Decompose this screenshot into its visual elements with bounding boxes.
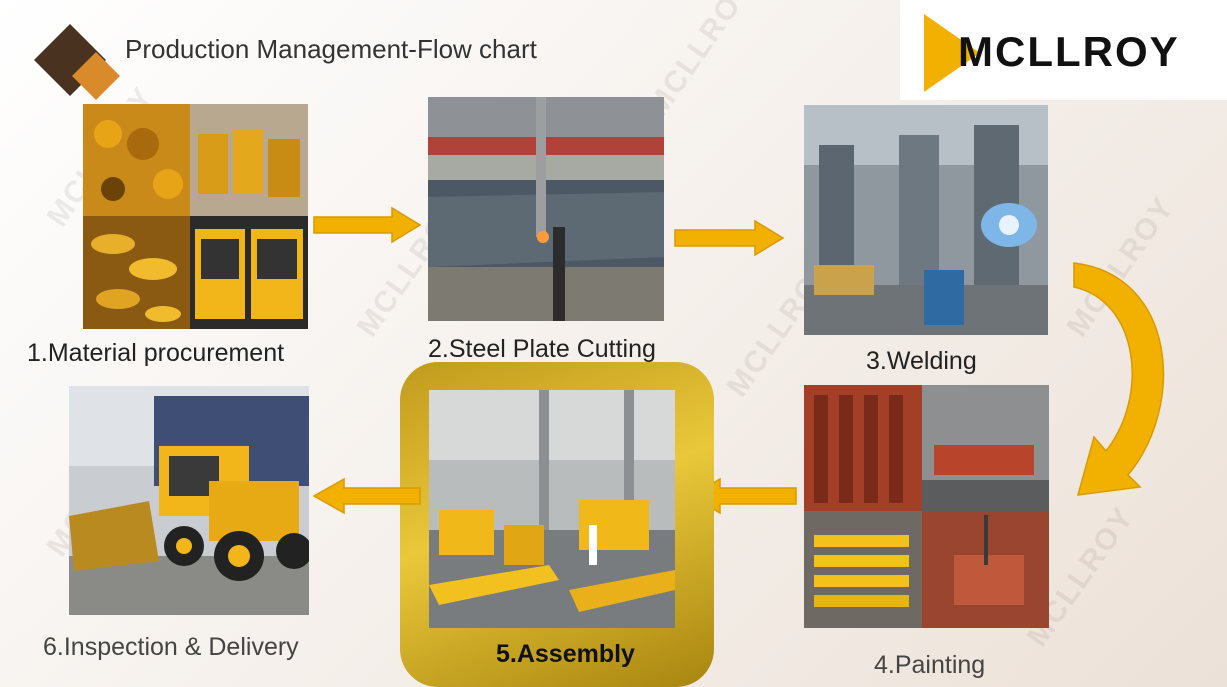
step-4-label: 4.Painting (874, 651, 986, 679)
left-arrow-icon (312, 477, 421, 515)
page-title: Production Management-Flow chart (125, 34, 537, 64)
step-3-label: 3.Welding (866, 347, 977, 375)
step-6-label: 6.Inspection & Delivery (43, 633, 299, 661)
material-procurement-photo (83, 104, 308, 329)
brand-logo: MCLLROY (958, 28, 1180, 75)
logo-triangle-icon (924, 14, 980, 92)
curved-down-arrow-icon (1073, 262, 1165, 496)
assembly-photo (429, 390, 675, 628)
welding-photo (804, 105, 1048, 335)
right-arrow-icon (313, 206, 422, 244)
step-5-label: 5.Assembly (496, 640, 635, 668)
painting-photo (804, 385, 1049, 628)
inspection-delivery-photo (69, 386, 309, 615)
title-diamond-icon (34, 24, 120, 100)
steel-plate-cutting-photo (428, 97, 664, 321)
right-arrow-icon (674, 219, 785, 257)
step-1-label: 1.Material procurement (27, 339, 285, 367)
step-2-label: 2.Steel Plate Cutting (428, 335, 656, 363)
